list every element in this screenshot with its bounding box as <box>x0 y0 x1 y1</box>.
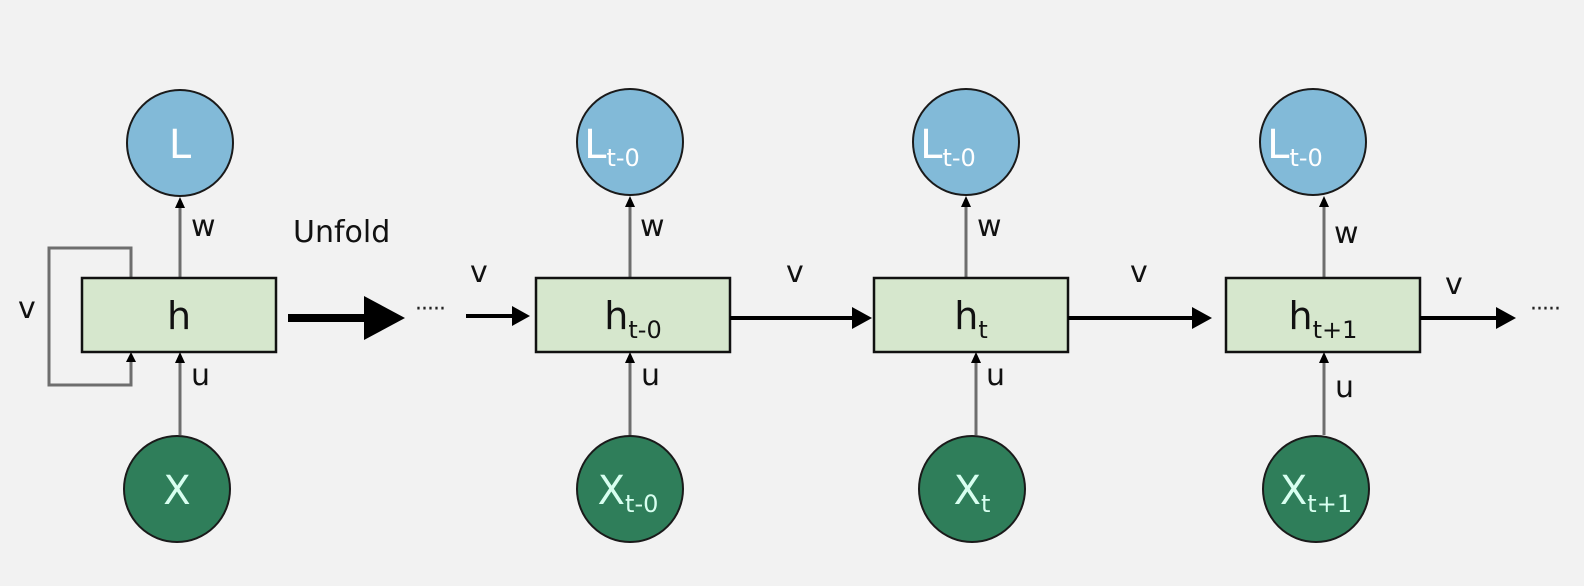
u-label: u <box>1335 370 1354 405</box>
u-label-folded: u <box>191 358 210 393</box>
hidden-state <box>1224 276 1422 354</box>
w-arrowhead-icon <box>961 196 971 207</box>
input-node-label: Xt-0 <box>598 468 659 518</box>
recurrent-loop-edge <box>47 246 133 387</box>
input-node-label: Xt <box>954 468 991 518</box>
w-label-folded: w <box>191 209 216 244</box>
v-label-out: v <box>1445 267 1463 302</box>
v-in-arrowhead-icon <box>512 306 530 326</box>
input-node <box>576 435 684 543</box>
loss-node-label: Lt-0 <box>920 122 976 172</box>
input-node <box>1262 435 1370 543</box>
w-arrowhead-icon <box>625 196 635 207</box>
hidden-state-label: ht <box>954 294 988 344</box>
step-t: Lt-0 w ht u Xt v <box>872 88 1212 543</box>
step-t-plus-1: Lt-0 w ht+1 u Xt+1 v <box>1224 88 1516 543</box>
ellipsis-left: ····· <box>415 297 445 322</box>
loss-node-folded <box>126 89 234 197</box>
hidden-state-folded <box>80 276 278 354</box>
v-out-arrowhead-icon <box>852 307 872 329</box>
v-out-arrowhead-icon <box>1192 307 1212 329</box>
w-arrowhead-icon <box>175 197 185 208</box>
u-label: u <box>986 358 1005 393</box>
loss-node <box>576 88 684 196</box>
v-out-arrowhead-icon <box>1496 307 1516 329</box>
unfold-arrow: Unfold <box>288 215 405 340</box>
loss-node-label: Lt-0 <box>1267 122 1323 172</box>
input-node <box>918 435 1026 543</box>
w-label: w <box>640 209 665 244</box>
u-label: u <box>641 358 660 393</box>
unfold-label: Unfold <box>293 215 390 250</box>
unfold-arrowhead-icon <box>364 296 405 340</box>
w-arrowhead-icon <box>1319 196 1329 207</box>
loop-arrowhead-icon <box>126 352 136 362</box>
u-arrowhead-icon <box>175 352 185 363</box>
loss-node <box>1259 88 1367 196</box>
hidden-state <box>534 276 732 354</box>
v-label-folded: v <box>18 291 36 326</box>
hidden-state-label: h <box>167 294 191 338</box>
ellipsis-right: ····· <box>1530 297 1560 322</box>
w-label: w <box>1334 216 1359 251</box>
hidden-state-label: ht-0 <box>604 294 661 344</box>
u-arrowhead-icon <box>971 352 981 363</box>
loss-node-label: Lt-0 <box>584 122 640 172</box>
hidden-state <box>872 276 1070 354</box>
v-label-out: v <box>786 255 804 290</box>
input-node-label: Xt+1 <box>1280 468 1352 518</box>
v-label-out: v <box>1130 255 1148 290</box>
hidden-state-label: ht+1 <box>1289 294 1358 344</box>
input-node-label: X <box>163 468 190 514</box>
loss-node-label: L <box>169 122 192 168</box>
u-arrowhead-icon <box>1319 352 1329 363</box>
u-arrowhead-icon <box>625 352 635 363</box>
v-label-in: v <box>470 255 488 290</box>
w-label: w <box>977 209 1002 244</box>
folded-rnn: v L w h u X <box>18 89 278 543</box>
input-node-folded <box>123 435 231 543</box>
loss-node <box>912 88 1020 196</box>
step-t-minus-0: Lt-0 w ht-0 u Xt-0 v <box>534 88 872 543</box>
